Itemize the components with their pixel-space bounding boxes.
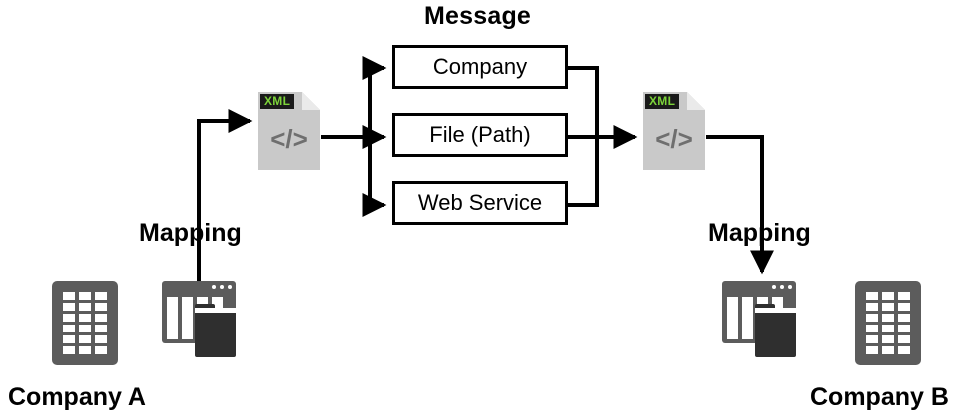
- message-box-label: File (Path): [429, 122, 531, 147]
- application-icon-left: [162, 281, 236, 357]
- code-glyph: </>: [655, 124, 693, 154]
- server-icon-company-b: [855, 281, 921, 365]
- window-controls: [162, 281, 236, 293]
- server-slots: [866, 292, 910, 354]
- server-icon-company-a: [52, 281, 118, 365]
- company-a-label: Company A: [8, 383, 146, 411]
- folder-icon: [755, 304, 796, 357]
- xml-badge: XML: [645, 94, 680, 109]
- message-box-web-service[interactable]: Web Service: [392, 181, 568, 225]
- page-fold: [687, 92, 705, 110]
- server-slots: [63, 292, 107, 354]
- message-box-label: Web Service: [417, 190, 543, 215]
- message-title: Message: [424, 2, 532, 30]
- message-box-label: Company: [432, 54, 528, 79]
- mapping-label-left: Mapping: [139, 219, 242, 247]
- page-fold: [302, 92, 320, 110]
- mapping-label-right: Mapping: [708, 219, 811, 247]
- application-icon-right: [722, 281, 796, 357]
- message-box-company[interactable]: Company: [392, 45, 568, 89]
- folder-icon: [195, 304, 236, 357]
- xml-document-icon-left: XML </>: [258, 92, 320, 170]
- xml-document-icon-right: XML </>: [643, 92, 705, 170]
- message-box-file-path[interactable]: File (Path): [392, 113, 568, 157]
- code-glyph: </>: [270, 124, 308, 154]
- xml-badge: XML: [260, 94, 295, 109]
- window-controls: [722, 281, 796, 293]
- company-b-label: Company B: [810, 383, 949, 411]
